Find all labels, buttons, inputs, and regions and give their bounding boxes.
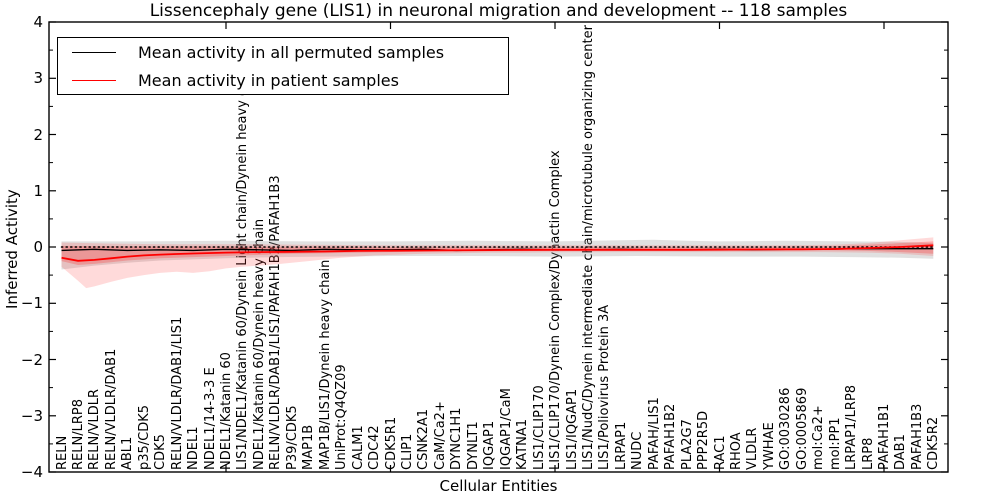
x-tick-label: CLIP1 (399, 433, 415, 470)
x-tick-label: p35/CDK5 (136, 404, 152, 470)
permuted-range-band (61, 239, 934, 270)
mean-activity-patient-samples (61, 244, 934, 262)
x-tick-label: RELN (54, 435, 70, 470)
x-tick-label: RELN/VLDLR/DAB1/LIS1 (169, 316, 185, 470)
y-tick-label: 3 (33, 69, 43, 88)
patient-range-outer-band (61, 237, 934, 289)
x-tick-label: NDEL1/14-3-3 E (202, 367, 218, 470)
x-tick-label: DYNLT1 (465, 421, 481, 470)
x-tick-label: LIS1/IQGAP1 (564, 388, 580, 470)
x-tick-label: GO:0005869 (794, 387, 810, 470)
x-tick-label: NDEL1 (186, 426, 202, 470)
x-axis-label: Cellular Entities (439, 477, 558, 495)
x-tick-label: PLA2G7 (679, 419, 695, 470)
x-tick-label: NDEL1/Katanin 60 (219, 352, 234, 470)
x-tick-label: IQGAP1 (482, 420, 498, 470)
x-tick-label: RELN/VLDLR/DAB1 (103, 348, 119, 470)
y-tick-label: 0 (33, 238, 43, 256)
x-tick-label: RAC1 (712, 435, 728, 470)
y-tick-label: −4 (20, 463, 43, 481)
y-tick-label: 2 (33, 125, 43, 144)
x-tick-label: PAFAH1B3 (909, 403, 925, 470)
legend: Mean activity in all permuted samples Me… (57, 37, 509, 95)
x-tick-label: PAFAH/LIS1 (646, 397, 662, 470)
x-tick-label: MAP1B (301, 424, 317, 470)
x-tick-label: LIS1/CLIP170/Dynein Complex/Dynactin Com… (548, 150, 563, 470)
x-tick-label: VLDLR (745, 427, 761, 470)
legend-entry-permuted: Mean activity in all permuted samples (72, 43, 508, 62)
x-tick-label: CALM1 (350, 425, 366, 470)
x-tick-label: UniProt:Q4QZ09 (334, 364, 350, 470)
x-tick-label: CaM/Ca2+ (432, 401, 448, 470)
x-tick-label: LIS1/Poliovirus Protein 3A (597, 304, 613, 470)
mean-activity-all-permuted-samples (61, 247, 934, 252)
x-tick-label: mol:Ca2+ (811, 405, 827, 470)
x-tick-label: YWHAE (761, 422, 777, 470)
x-tick-label: LIS1/NudC/Dynein intermediate chain/micr… (580, 25, 596, 470)
x-tick-label: LRPAP1 (613, 421, 629, 470)
x-tick-label: CDK5R2 (926, 416, 942, 470)
x-tick-label: NDEL1/Katanin 60/Dynein heavy chain (251, 218, 267, 470)
x-tick-label: LRP8 (860, 437, 876, 470)
x-tick-label: CSNK2A1 (416, 408, 432, 470)
y-tick-label: −3 (20, 406, 43, 425)
x-tick-label: LIS1/NDEL1/Katanin 60/Dynein Light chain… (235, 60, 251, 470)
legend-line-sample-red (72, 79, 116, 81)
patient-range-inner-band (61, 241, 934, 265)
x-tick-label: DYNC1H1 (449, 407, 465, 470)
y-tick-label: 4 (33, 13, 43, 31)
x-tick-label: IQGAP1/CaM (498, 388, 514, 470)
x-tick-label: mol:PP1 (827, 417, 843, 470)
x-tick-label: LRPAP1/LRP8 (844, 384, 860, 470)
chart-title: Lissencephaly gene (LIS1) in neuronal mi… (149, 1, 848, 21)
x-tick-label: MAP1B/LIS1/Dynein heavy chain (317, 259, 333, 470)
legend-line-sample-black (72, 51, 116, 53)
x-tick-label: GO:0030286 (778, 387, 794, 470)
x-tick-label: CDK5 (153, 434, 169, 470)
legend-entry-patient: Mean activity in patient samples (72, 71, 508, 90)
x-tick-label: KATNA1 (515, 418, 531, 470)
x-tick-label: NUDC (630, 431, 646, 470)
x-tick-label: PAFAH1B1 (877, 403, 892, 470)
x-tick-label: RELN/VLDLR/DAB1/LIS1/PAFAH1B2/PAFAH1B3 (268, 175, 284, 470)
legend-label: Mean activity in all permuted samples (138, 42, 445, 62)
y-tick-label: −1 (20, 294, 43, 313)
x-tick-label: ABL1 (120, 436, 136, 470)
x-tick-label: PPP2R5D (696, 410, 711, 470)
x-tick-label: RELN/VLDLR (87, 388, 103, 470)
y-tick-label: 1 (33, 181, 43, 200)
x-tick-label: CDK5R1 (383, 416, 399, 470)
x-tick-label: DAB1 (893, 434, 909, 470)
x-tick-label: RELN/LRP8 (71, 399, 86, 470)
x-tick-label: LIS1/CLIP170 (531, 385, 547, 470)
x-tick-label: CDC42 (367, 425, 383, 470)
x-tick-label: RHOA (728, 432, 744, 470)
y-tick-label: −2 (20, 350, 43, 369)
x-tick-label: P39/CDK5 (284, 405, 300, 470)
x-tick-label: PAFAH1B2 (663, 403, 679, 470)
legend-label: Mean activity in patient samples (138, 70, 399, 90)
